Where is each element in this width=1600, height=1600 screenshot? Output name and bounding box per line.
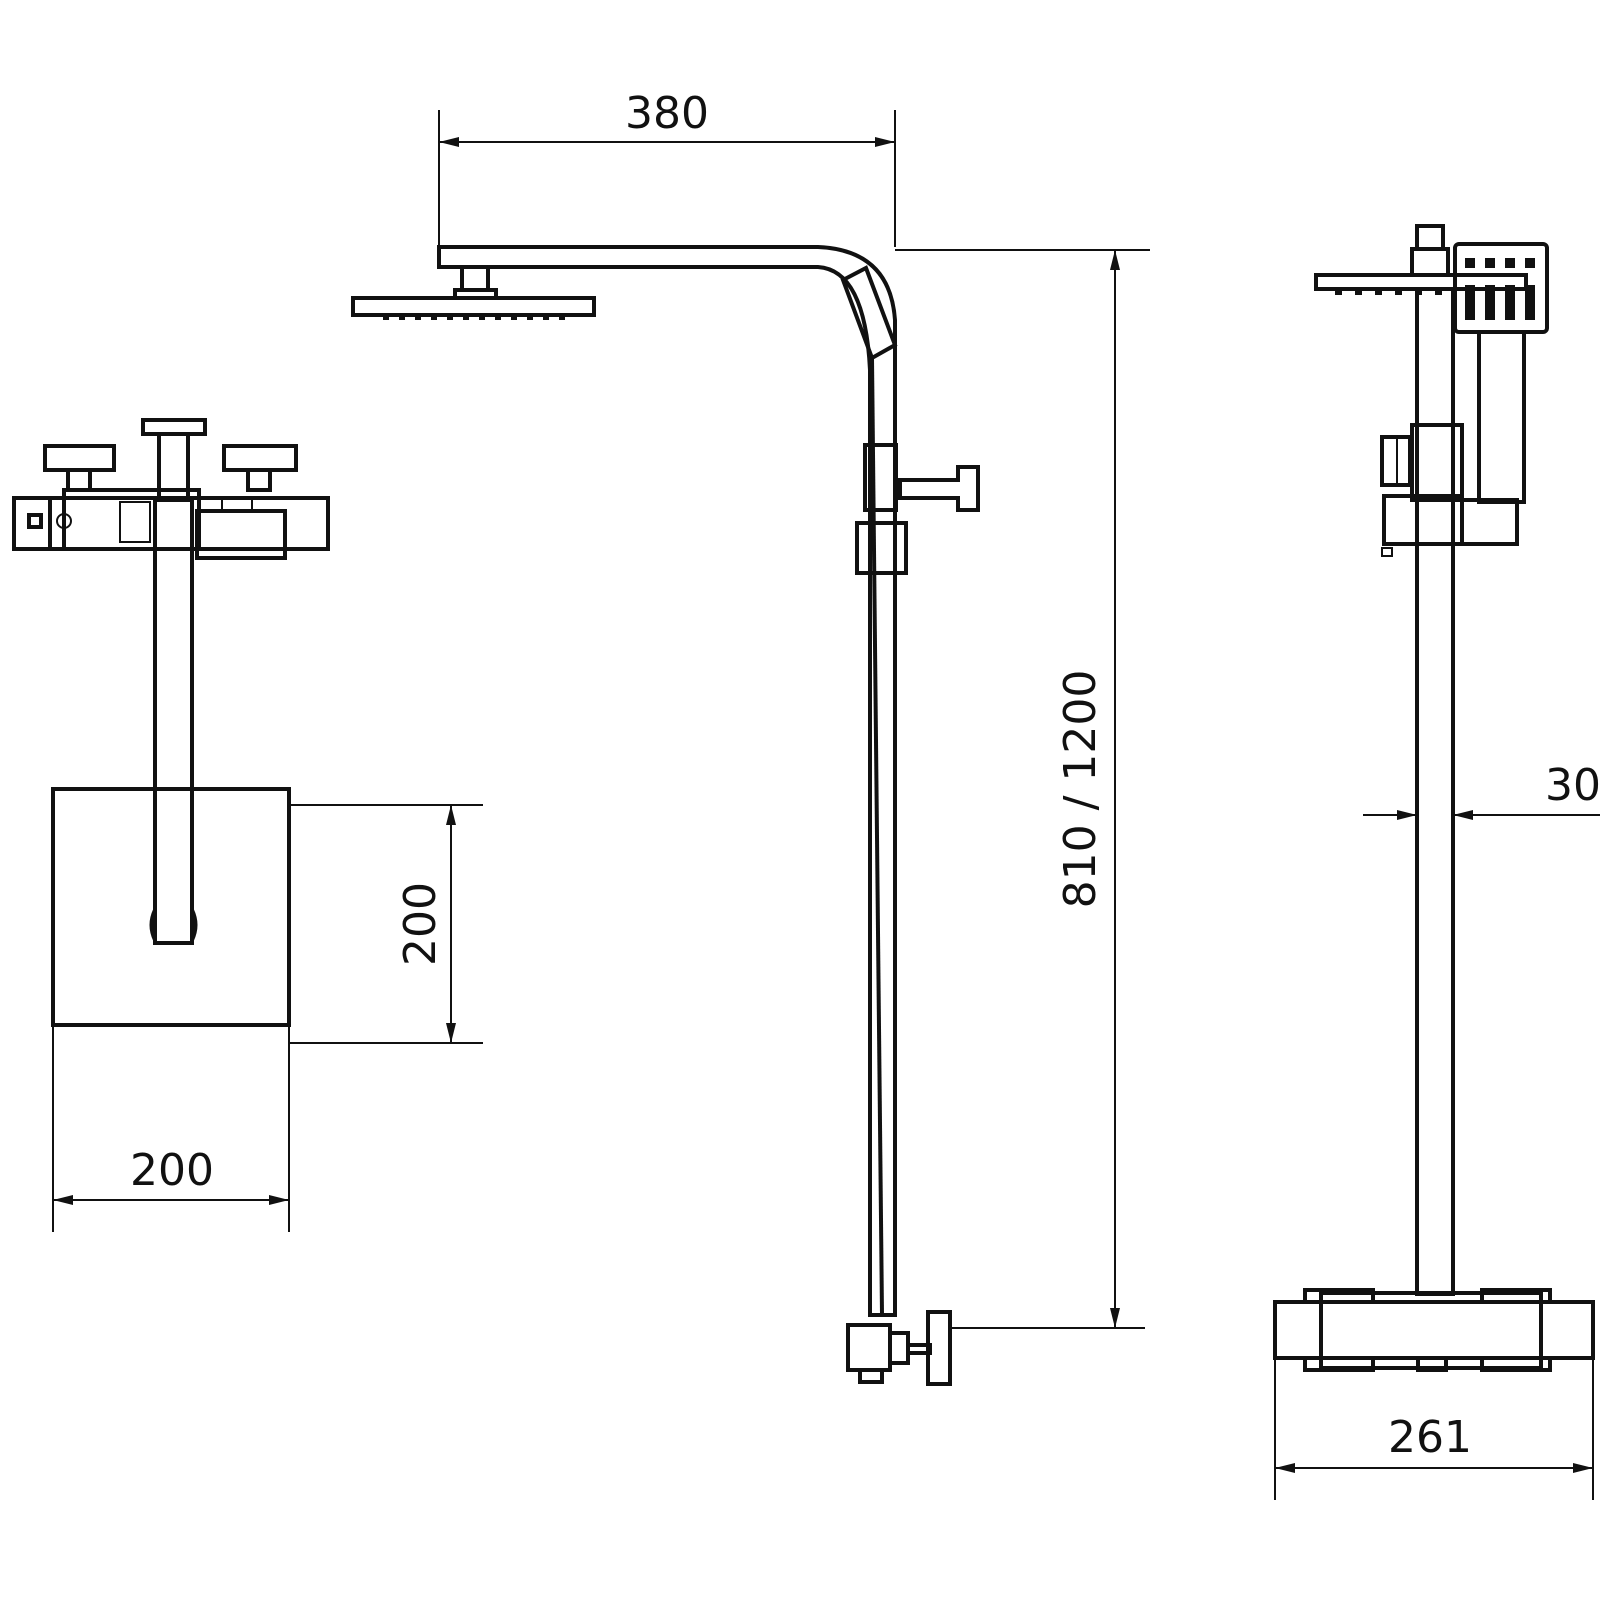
shower-head-side [351, 296, 596, 317]
bottom-connector [846, 1323, 892, 1372]
dim-label-200-width: 200 [130, 1145, 214, 1196]
riser-cap [141, 418, 207, 436]
slider-holder [855, 521, 908, 575]
dim-label-380: 380 [625, 88, 709, 139]
top-view [12, 418, 330, 1027]
dim-height: 810 / 1200 [895, 249, 1150, 1329]
dim-mixer: 261 [1274, 1358, 1594, 1500]
dim-top-depth: 200 [289, 804, 483, 1044]
right-handle [222, 444, 298, 472]
front-view [1273, 224, 1595, 1372]
dim-label-height: 810 / 1200 [1055, 670, 1106, 909]
left-handle [43, 444, 116, 472]
main-pipe [1415, 287, 1455, 1296]
dim-label-200-depth: 200 [395, 882, 446, 966]
dim-top-width: 200 [52, 1025, 290, 1232]
hand-shower-handle [1477, 330, 1526, 504]
dim-arm: 380 [438, 88, 896, 247]
dim-label-261: 261 [1388, 1412, 1472, 1463]
side-bracket [898, 465, 980, 512]
side-view [351, 245, 980, 1386]
shower-arm [153, 498, 194, 945]
mixer-body [12, 496, 330, 551]
nozzles [383, 315, 565, 320]
shower-head-outline [51, 787, 291, 1027]
dim-pipe: 30 [1363, 760, 1600, 820]
shower-arm-side [437, 245, 897, 1317]
hand-shower-head [840, 265, 898, 361]
dim-label-30: 30 [1545, 760, 1600, 811]
hand-shower-grid [1465, 258, 1535, 320]
riser-pipe-top [157, 432, 190, 502]
